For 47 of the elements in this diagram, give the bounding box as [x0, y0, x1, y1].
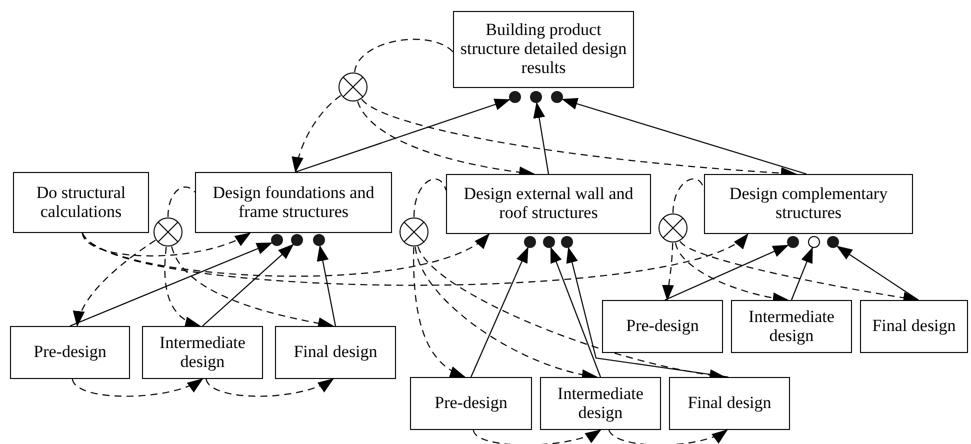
process-box: Design complementary structures — [704, 174, 913, 234]
arrow — [562, 98, 807, 175]
arrow — [202, 244, 294, 326]
arrow — [566, 246, 728, 378]
crossed-circle — [338, 72, 368, 102]
connector-line — [672, 178, 705, 214]
process-box: Building product structure detailed design results — [453, 11, 634, 88]
connector-ring — [808, 236, 820, 248]
arrow — [292, 95, 342, 173]
process-box: Do structural calculations — [13, 172, 149, 233]
arrow — [82, 232, 490, 277]
connector-line — [413, 178, 447, 218]
arrow — [206, 378, 334, 397]
process-box: Intermediate design — [540, 377, 661, 430]
arrow — [470, 246, 528, 378]
crossed-circle — [658, 213, 688, 243]
crossed-circle — [399, 217, 429, 247]
process-box: Pre-design — [10, 326, 130, 379]
arrow — [836, 246, 919, 300]
arrow — [70, 242, 273, 326]
arrow — [74, 240, 156, 327]
process-box: Final design — [275, 326, 396, 379]
arrow — [295, 98, 511, 173]
arrow — [550, 246, 602, 378]
process-box: Pre-design — [602, 300, 723, 353]
crossed-circle — [153, 217, 183, 247]
process-box: Design foundations and frame structures — [195, 172, 392, 233]
arrow — [82, 232, 252, 256]
process-box: Intermediate design — [142, 326, 263, 379]
arrow — [72, 378, 204, 397]
arrow — [82, 232, 749, 286]
process-box: Intermediate design — [731, 300, 852, 353]
arrow — [316, 244, 336, 326]
connector-line — [354, 38, 454, 72]
process-box: Design external wall and roof structures — [446, 174, 651, 234]
arrow — [608, 430, 728, 444]
process-box: Final design — [860, 300, 968, 353]
arrow — [664, 244, 789, 300]
arrow — [472, 430, 602, 444]
process-box: Pre-design — [410, 377, 532, 430]
arrow — [164, 246, 202, 328]
process-box: Final design — [669, 377, 790, 430]
arrow — [790, 246, 813, 300]
connector-line — [167, 186, 196, 218]
arrow — [533, 102, 550, 174]
arrow — [662, 242, 674, 301]
arrow — [413, 247, 466, 378]
